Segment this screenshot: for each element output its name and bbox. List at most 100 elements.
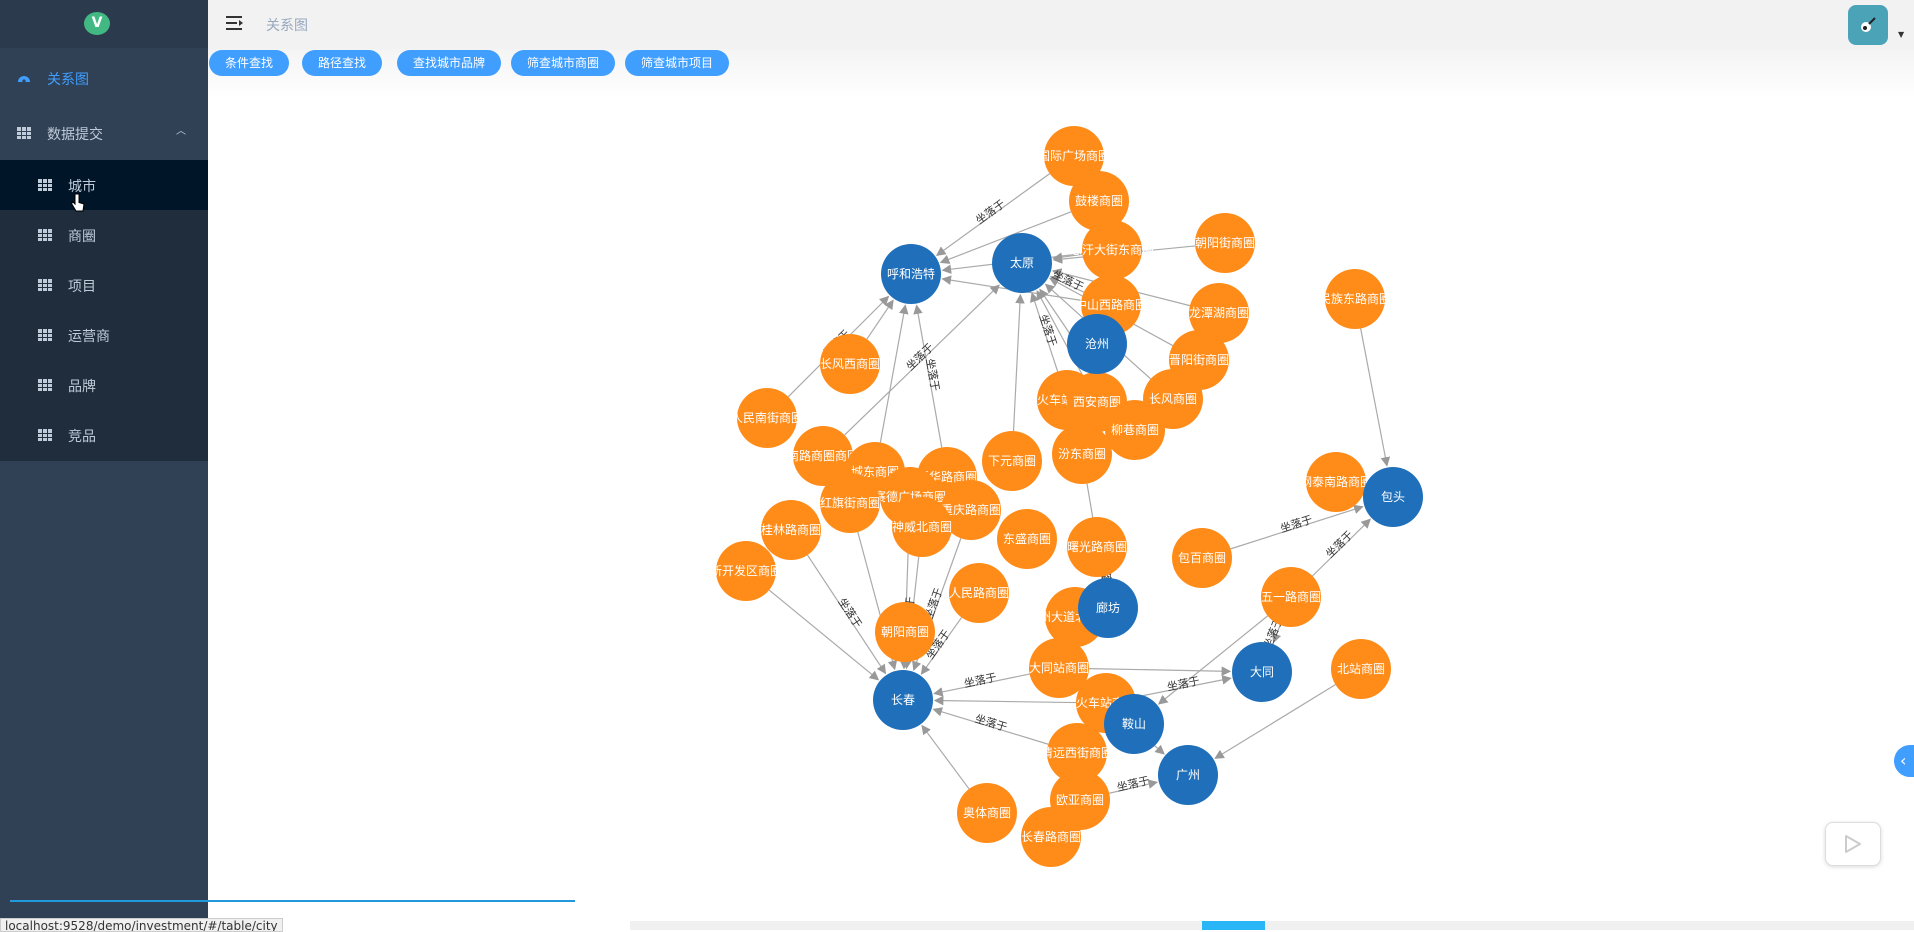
logo-icon[interactable]: V xyxy=(84,12,110,35)
district-node[interactable]: 民族东路商圈 xyxy=(1319,269,1391,329)
district-node-label: 人民路商圈 xyxy=(949,585,1009,600)
graph-edge xyxy=(935,700,1076,702)
city-node[interactable]: 太原 xyxy=(992,233,1052,293)
graph-edge xyxy=(1089,669,1230,672)
sidebar-item-operator[interactable]: 运营商 xyxy=(0,310,208,360)
edge-label: 坐落于 xyxy=(1323,528,1356,560)
city-node[interactable]: 沧州 xyxy=(1067,314,1127,374)
breadcrumb: 关系图 xyxy=(266,15,308,35)
avatar-icon xyxy=(1857,14,1879,36)
path-search-button[interactable]: 路径查找 xyxy=(302,50,382,76)
hamburger-icon[interactable] xyxy=(226,15,244,31)
city-project-filter-button[interactable]: 筛查城市项目 xyxy=(625,50,729,76)
city-node[interactable]: 大同 xyxy=(1232,642,1292,702)
district-node[interactable]: 桂林路商圈 xyxy=(761,500,821,560)
district-node[interactable]: 下元商圈 xyxy=(982,431,1042,491)
table-icon xyxy=(38,179,52,191)
dashboard-icon xyxy=(17,72,31,84)
sidebar-item-city[interactable]: 城市 xyxy=(0,160,208,210)
district-node-label: 奥体商圈 xyxy=(963,805,1011,820)
city-brand-search-button[interactable]: 查找城市品牌 xyxy=(397,50,501,76)
district-node-label: 清远西街商圈 xyxy=(1041,745,1113,760)
district-node-label: 人民南街商圈 xyxy=(731,410,803,425)
city-node-label: 廊坊 xyxy=(1096,600,1120,615)
district-node[interactable]: 东盛商圈 xyxy=(997,509,1057,569)
district-node-label: 龙潭湖商圈 xyxy=(1189,305,1249,320)
edge-label: 坐落于 xyxy=(835,596,864,631)
district-node-label: 柳巷商圈 xyxy=(1111,422,1159,437)
scrollbar-thumb[interactable] xyxy=(1202,921,1265,930)
district-node[interactable]: 柳巷商圈 xyxy=(1105,400,1165,460)
district-node-label: 汾东商圈 xyxy=(1058,446,1106,461)
city-node-label: 呼和浩特 xyxy=(887,266,935,281)
district-node-label: 北站商圈 xyxy=(1337,661,1385,676)
district-node[interactable]: 钢泰南路商圈 xyxy=(1300,452,1372,512)
district-node[interactable]: 神威北商圈 xyxy=(892,497,952,557)
graph-edge xyxy=(1361,328,1387,465)
chevron-up-icon: ︿ xyxy=(176,122,186,137)
city-node[interactable]: 廊坊 xyxy=(1078,578,1138,638)
table-icon xyxy=(38,379,52,391)
sidebar-item-graph[interactable]: 关系图 xyxy=(0,53,208,103)
district-node[interactable]: 朝阳街商圈 xyxy=(1195,213,1255,273)
avatar[interactable] xyxy=(1848,5,1888,45)
table-icon xyxy=(38,329,52,341)
district-node[interactable]: 北站商圈 xyxy=(1331,639,1391,699)
district-node[interactable]: 五一路商圈 xyxy=(1261,567,1321,627)
district-node[interactable]: 人民路商圈 xyxy=(949,563,1009,623)
district-node-label: 东盛商圈 xyxy=(1003,531,1051,546)
play-button[interactable] xyxy=(1825,822,1881,866)
district-node[interactable]: 奥体商圈 xyxy=(957,783,1017,843)
edge-label: 坐落于 xyxy=(1166,674,1201,693)
district-node[interactable]: 曙光路商圈 xyxy=(1067,517,1127,577)
city-node[interactable]: 呼和浩特 xyxy=(881,244,941,304)
city-node-label: 太原 xyxy=(1010,255,1034,270)
district-node[interactable]: 思汗大街东商圈 xyxy=(1070,220,1154,280)
chevron-down-icon[interactable]: ▼ xyxy=(1898,30,1904,39)
district-node-label: 重庆路商圈 xyxy=(941,502,1001,517)
district-node[interactable]: 长风西商圈 xyxy=(820,334,880,394)
city-node-label: 大同 xyxy=(1250,665,1274,679)
sidebar-item-district[interactable]: 商圈 xyxy=(0,210,208,260)
logo-bar: V xyxy=(0,0,208,48)
district-node-label: 朝阳街商圈 xyxy=(1195,235,1255,250)
district-node[interactable]: 红旗街商圈 xyxy=(820,473,880,533)
graph-edge xyxy=(1014,295,1021,431)
loading-progress-bar xyxy=(10,900,575,902)
district-node[interactable]: 人民南街商圈 xyxy=(731,388,803,448)
graph-edge xyxy=(922,726,969,789)
edge-label: 坐落于 xyxy=(1037,313,1060,348)
city-node[interactable]: 鞍山 xyxy=(1104,694,1164,754)
district-node-label: 晋阳街商圈 xyxy=(1169,352,1229,367)
district-node[interactable]: 长春路商圈 xyxy=(1021,807,1081,867)
graph-edge xyxy=(769,590,878,680)
district-node-label: 桂林路商圈 xyxy=(761,522,821,537)
graph-edge xyxy=(880,305,905,442)
district-node-label: 思汗大街东商圈 xyxy=(1070,242,1154,257)
city-district-filter-button[interactable]: 筛查城市商圈 xyxy=(511,50,615,76)
sidebar-item-label: 商圈 xyxy=(68,226,96,246)
sidebar-item-competitor[interactable]: 竞品 xyxy=(0,410,208,460)
condition-search-button[interactable]: 条件查找 xyxy=(209,50,289,76)
relationship-graph[interactable]: 坐落于坐落于坐落于坐落于坐落于坐落于坐落于坐落于坐落于坐落于坐落于坐落于坐落于坐… xyxy=(208,99,1914,899)
district-node[interactable]: 汾东商圈 xyxy=(1052,424,1112,484)
navbar: 关系图 ▼ xyxy=(208,0,1914,50)
horizontal-scrollbar[interactable] xyxy=(630,921,1914,930)
district-node[interactable]: 朝阳商圈 xyxy=(875,602,935,662)
city-node-label: 包头 xyxy=(1381,490,1405,504)
edge-label: 坐落于 xyxy=(973,197,1007,227)
district-node-label: 国际广场商圈 xyxy=(1038,148,1110,163)
edge-label: 坐落于 xyxy=(1116,774,1151,794)
district-node[interactable]: 包百商圈 xyxy=(1172,528,1232,588)
city-node[interactable]: 包头 xyxy=(1363,467,1423,527)
table-icon xyxy=(38,279,52,291)
district-node-label: 包百商圈 xyxy=(1178,550,1226,565)
city-node[interactable]: 长春 xyxy=(873,670,933,730)
sidebar-item-data-submit[interactable]: 数据提交 ︿ xyxy=(0,108,208,158)
district-node-label: 朝阳商圈 xyxy=(881,624,929,639)
edge-label: 坐落于 xyxy=(1279,513,1314,535)
city-node[interactable]: 广州 xyxy=(1158,745,1218,805)
sidebar-item-project[interactable]: 项目 xyxy=(0,260,208,310)
city-node-label: 广州 xyxy=(1176,768,1200,782)
sidebar-item-brand[interactable]: 品牌 xyxy=(0,360,208,410)
